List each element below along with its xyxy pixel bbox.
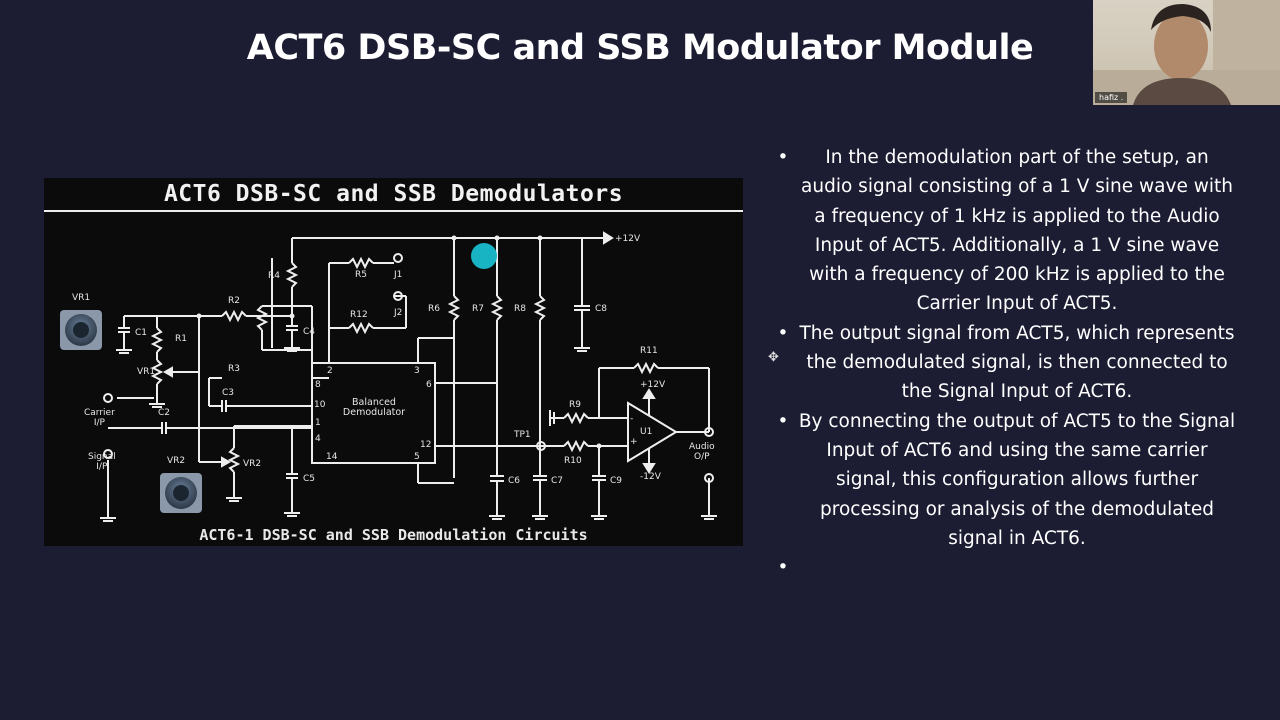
bullet-text: By connecting the output of ACT5 to the … xyxy=(798,410,1236,549)
circuit-diagram: ACT6 DSB-SC and SSB Demodulators ACT6-1 … xyxy=(44,178,743,546)
label-op-plus-supply: +12V xyxy=(640,380,666,390)
label-audio-output: Audio O/P xyxy=(689,442,715,462)
label-tp1: TP1 xyxy=(514,430,531,440)
label-carrier-input: Carrier I/P xyxy=(84,408,115,428)
label-c7: C7 xyxy=(551,476,564,486)
label-r12: R12 xyxy=(350,310,368,320)
label-r4: R4 xyxy=(268,271,280,281)
label-c3: C3 xyxy=(222,388,235,398)
label-c6: C6 xyxy=(508,476,521,486)
label-op-minus-supply: -12V xyxy=(640,472,661,482)
pin-14: 14 xyxy=(326,452,338,462)
label-r3: R3 xyxy=(228,364,240,374)
pin-12: 12 xyxy=(420,440,432,450)
diagram-caption: ACT6-1 DSB-SC and SSB Demodulation Circu… xyxy=(199,526,588,544)
label-op-noninverting: + xyxy=(630,437,638,447)
diagram-title: ACT6 DSB-SC and SSB Demodulators xyxy=(163,181,624,207)
label-r11: R11 xyxy=(640,346,658,356)
pin-3: 3 xyxy=(414,366,420,376)
label-c8: C8 xyxy=(595,304,608,314)
label-balanced-demodulator: Balanced Demodulator xyxy=(342,397,406,418)
pin-10: 10 xyxy=(314,400,326,410)
label-supply-top: +12V xyxy=(615,234,641,244)
label-c1: C1 xyxy=(135,328,148,338)
presenter-silhouette-icon xyxy=(1093,0,1280,105)
pin-8: 8 xyxy=(315,380,321,390)
label-c4: C4 xyxy=(303,327,316,337)
bullet-item-empty: • xyxy=(768,553,1236,582)
label-j2: J2 xyxy=(394,308,403,318)
label-vr2: VR2 xyxy=(243,459,262,469)
label-r10: R10 xyxy=(564,456,582,466)
pin-2: 2 xyxy=(327,366,333,376)
label-c5: C5 xyxy=(303,474,316,484)
label-vr2-knob: VR2 xyxy=(167,456,186,466)
label-c9: C9 xyxy=(610,476,623,486)
label-vr1: VR1 xyxy=(137,367,156,377)
move-cursor-icon: ✥ xyxy=(768,350,779,365)
pin-1: 1 xyxy=(315,418,321,428)
bullet-item: • By connecting the output of ACT5 to th… xyxy=(768,407,1236,553)
webcam-participant-name: hafiz . xyxy=(1095,92,1128,103)
label-r9: R9 xyxy=(569,400,581,410)
circuit-schematic xyxy=(44,178,743,546)
bullet-text: The output signal from ACT5, which repre… xyxy=(799,322,1235,403)
pointer-dot xyxy=(471,243,497,269)
bullet-dot-icon: • xyxy=(777,147,789,168)
label-u1: U1 xyxy=(640,427,653,437)
bullet-dot-icon: • xyxy=(777,557,789,579)
label-vr1-knob: VR1 xyxy=(72,293,91,303)
bullet-dot-icon: • xyxy=(777,322,789,344)
bullet-text: In the demodulation part of the setup, a… xyxy=(801,147,1233,315)
label-j1: J1 xyxy=(394,270,403,280)
bullet-dot-icon: • xyxy=(777,410,789,432)
bullet-item: • The output signal from ACT5, which rep… xyxy=(768,319,1236,407)
label-r8: R8 xyxy=(514,304,526,314)
webcam-thumbnail: hafiz . xyxy=(1093,0,1280,105)
label-r1: R1 xyxy=(175,334,187,344)
pin-6: 6 xyxy=(426,380,432,390)
bullet-list: • In the demodulation part of the setup,… xyxy=(768,143,1236,582)
label-r6: R6 xyxy=(428,304,440,314)
label-r2: R2 xyxy=(228,296,240,306)
pin-4: 4 xyxy=(315,434,321,444)
label-op-inverting: - xyxy=(630,414,634,424)
label-r7: R7 xyxy=(472,304,484,314)
bullet-item: • In the demodulation part of the setup,… xyxy=(768,143,1236,319)
label-signal-input: Signal I/P xyxy=(88,452,116,472)
label-r5: R5 xyxy=(355,270,367,280)
label-c2: C2 xyxy=(158,408,171,418)
pin-5: 5 xyxy=(414,452,420,462)
slide-title: ACT6 DSB-SC and SSB Modulator Module xyxy=(246,28,1034,68)
